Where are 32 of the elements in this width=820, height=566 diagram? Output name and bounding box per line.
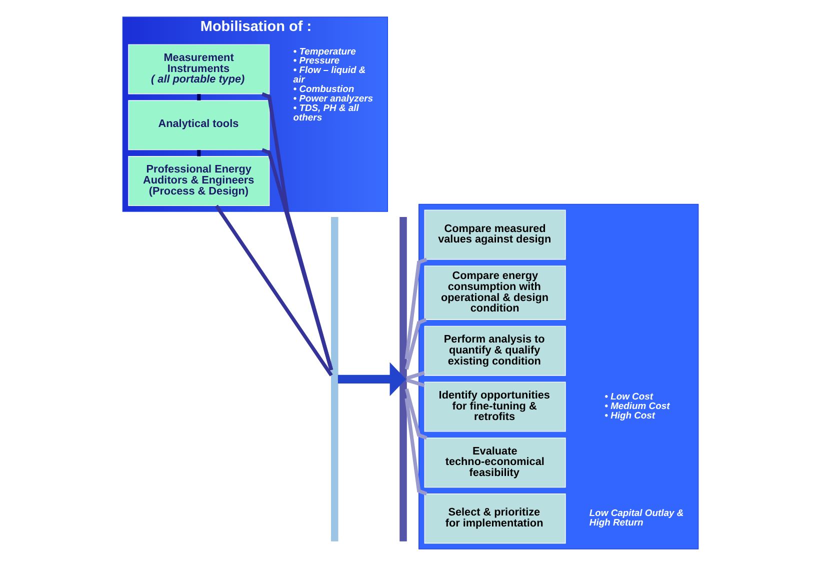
node-box: Compare energy consumption with operational & design condition	[424, 266, 566, 320]
node-label: • High Cost	[604, 409, 655, 420]
node-box: Compare measured values against design	[424, 210, 566, 260]
node-label: • Combustion	[292, 83, 354, 94]
connector	[404, 388, 427, 440]
connector	[404, 318, 426, 370]
node-bar	[399, 216, 406, 542]
connector	[260, 148, 333, 370]
node-label: • Temperature	[292, 45, 356, 56]
cluster	[418, 204, 698, 550]
node-box: Evaluate techno-economical feasibility	[424, 438, 566, 488]
node-box: Perform analysis to quantify & qualify existing condition	[424, 326, 566, 376]
connector	[404, 398, 427, 496]
node-label: Low Capital Outlay & High Return	[588, 506, 684, 528]
node-label: • Flow – liquid & air	[292, 64, 366, 85]
connector	[406, 371, 425, 380]
node-box: Select & prioritize for implementation	[424, 494, 566, 544]
node-label: • Low Cost	[604, 390, 652, 402]
connector	[196, 150, 200, 156]
connector	[214, 204, 332, 376]
node-box: Measurement Instruments ( all portable type)	[128, 44, 270, 94]
node-box: Professional Energy Auditors & Engineers (Process & Design)	[128, 156, 270, 206]
node-bar	[330, 216, 338, 542]
node-box: Identify opportunities for fine-tuning & retrofits	[424, 382, 566, 432]
node-box: Analytical tools	[128, 100, 270, 150]
connector	[406, 378, 424, 388]
node-label: • Power analyzers	[292, 92, 373, 104]
arrow	[337, 362, 406, 396]
connector	[260, 92, 333, 370]
connector	[404, 258, 427, 360]
node-label: • Medium Cost	[604, 400, 670, 411]
connector	[196, 94, 200, 100]
